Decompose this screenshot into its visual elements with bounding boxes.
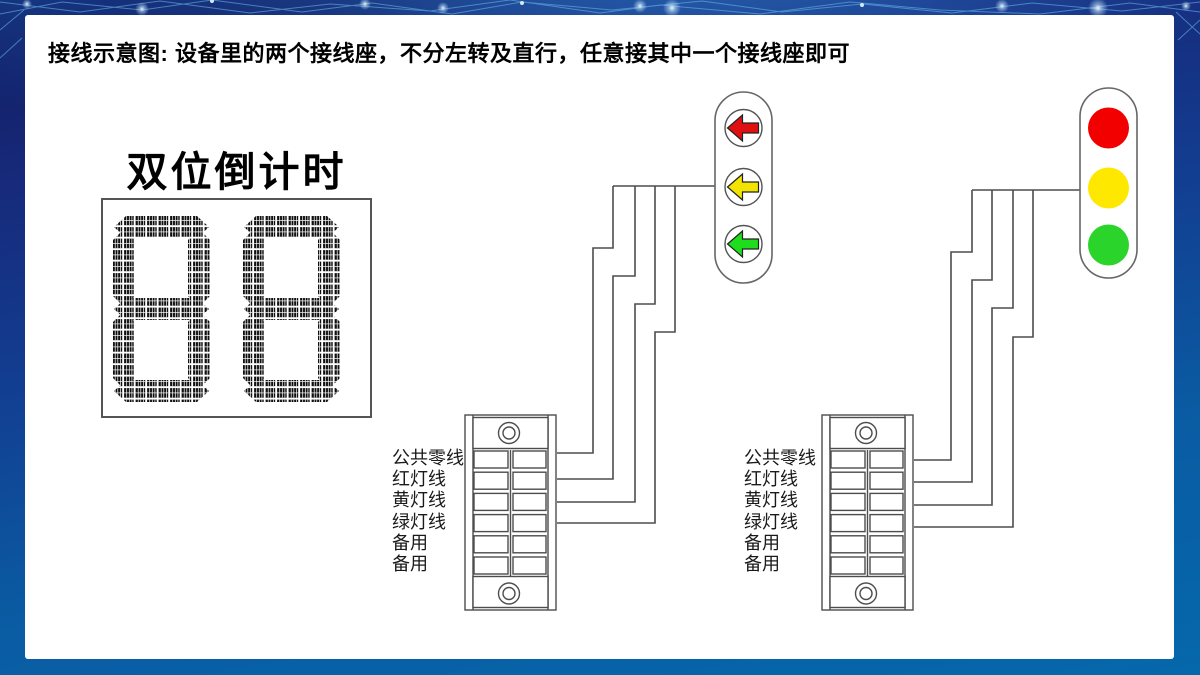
terminal-label-spare-1: 备用 [744, 532, 780, 553]
terminal-label-common-neutral: 公共零线 [744, 448, 816, 468]
terminal-label-red-wire: 红灯线 [744, 469, 798, 490]
yellow-light-icon [1088, 167, 1129, 209]
terminal-label-red-wire: 红灯线 [392, 469, 446, 490]
traffic-light-disc [1079, 87, 1138, 279]
wire-right-common-neutral [914, 190, 973, 461]
wire-right-yellow [914, 190, 1014, 506]
yellow-left-arrow-icon [726, 172, 760, 202]
terminal-label-spare-2: 备用 [744, 553, 780, 574]
terminal-block-left [464, 414, 557, 611]
page-title: 接线示意图: 设备里的两个接线座，不分左转及直行，任意接其中一个接线座即可 [48, 41, 850, 66]
wire-left-yellow [557, 186, 656, 503]
wire-left-green [557, 186, 676, 524]
plexus-lines [0, 0, 1200, 59]
wire-bundle-left [557, 185, 726, 524]
terminal-label-yellow-wire: 黄灯线 [392, 490, 446, 511]
wire-bundle-right [914, 189, 1080, 528]
green-light-icon [1088, 224, 1129, 266]
traffic-light-arrow [714, 91, 773, 284]
terminal-block-right-labels: 公共零线 红灯线 黄灯线 绿灯线 备用 备用 [744, 448, 816, 575]
plexus-glow-nodes [22, 0, 1191, 18]
green-left-arrow-icon [726, 229, 760, 259]
terminal-label-common-neutral: 公共零线 [392, 448, 464, 468]
wire-right-red [914, 190, 993, 483]
red-light-icon [1088, 107, 1129, 149]
wire-left-common-neutral [557, 186, 614, 454]
terminal-label-green-wire: 绿灯线 [392, 511, 446, 532]
red-left-arrow-icon [726, 113, 760, 143]
countdown-display-label: 双位倒计时 [126, 149, 347, 195]
terminal-label-spare-2: 备用 [392, 553, 428, 574]
terminal-block-left-labels: 公共零线 红灯线 黄灯线 绿灯线 备用 备用 [392, 448, 464, 575]
countdown-display [101, 198, 372, 418]
wire-left-red [557, 186, 636, 480]
terminal-label-spare-1: 备用 [392, 532, 428, 553]
wire-right-green [914, 190, 1034, 528]
terminal-label-green-wire: 绿灯线 [744, 511, 798, 532]
terminal-label-yellow-wire: 黄灯线 [744, 490, 798, 511]
terminal-block-right [821, 414, 914, 611]
